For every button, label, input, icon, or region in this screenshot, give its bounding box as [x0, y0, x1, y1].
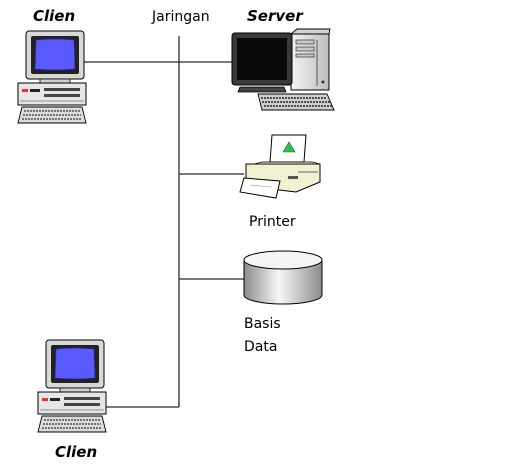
client-bottom-label: Clien [55, 443, 97, 461]
client-top-computer-icon [17, 30, 87, 124]
database-label-line1: Basis [244, 316, 281, 332]
printer-icon [239, 134, 321, 199]
printer-label: Printer [249, 214, 296, 230]
server-label: Server [247, 7, 304, 25]
network-label: Jaringan [151, 9, 210, 25]
client-bottom-computer-icon [37, 339, 107, 433]
database-label-line2: Data [244, 339, 277, 355]
client-top-label: Clien [33, 7, 75, 25]
database-cylinder-icon [243, 250, 323, 305]
network-lines [83, 36, 244, 408]
server-computer-icon [231, 28, 335, 111]
